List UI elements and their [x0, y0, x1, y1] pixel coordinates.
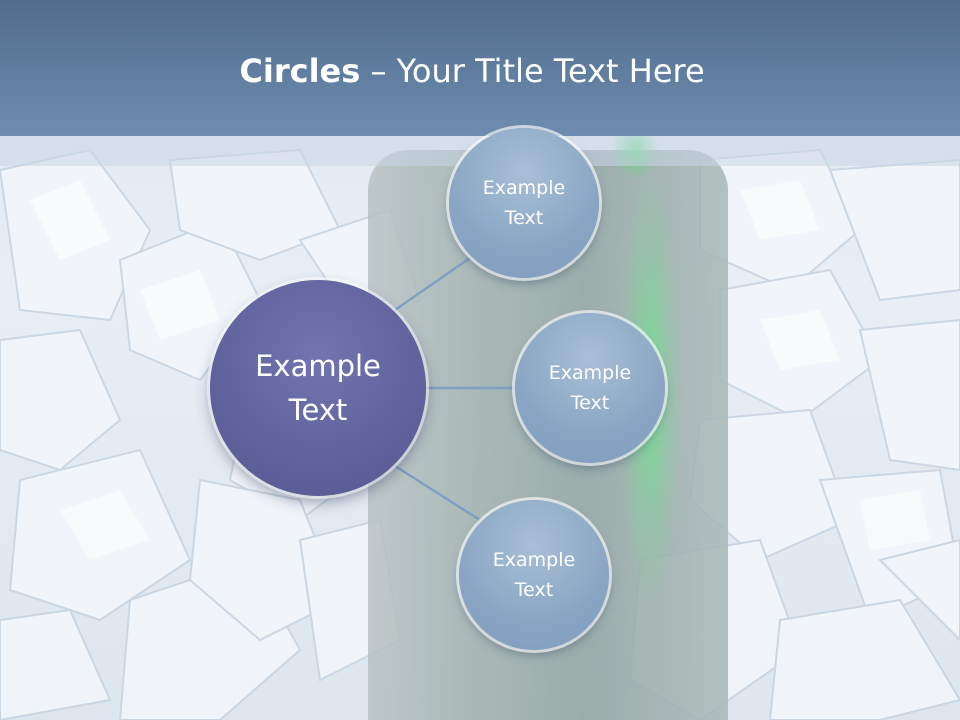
- connector-1: [394, 256, 471, 312]
- satellite-3-line2: Text: [514, 579, 554, 601]
- satellite-circle-2[interactable]: Example Text: [515, 313, 665, 463]
- satellite-2-line1: Example: [548, 362, 632, 384]
- title-rest: – Your Title Text Here: [360, 52, 705, 90]
- satellite-3-line1: Example: [492, 549, 576, 571]
- title-band: [0, 0, 960, 136]
- satellite-2-line2: Text: [570, 392, 610, 414]
- satellite-1-line1: Example: [482, 177, 566, 199]
- hub-circle[interactable]: Example Text: [210, 280, 426, 496]
- hub-text-line1: Example: [255, 349, 381, 383]
- hub-text-line2: Text: [288, 393, 348, 427]
- satellite-circle-1[interactable]: Example Text: [449, 128, 599, 278]
- title-bold: Circles: [239, 52, 361, 90]
- satellite-circle-3[interactable]: Example Text: [459, 500, 609, 650]
- slide-title[interactable]: Circles – Your Title Text Here: [0, 52, 944, 90]
- satellite-1-line2: Text: [504, 207, 544, 229]
- connector-3: [394, 464, 481, 522]
